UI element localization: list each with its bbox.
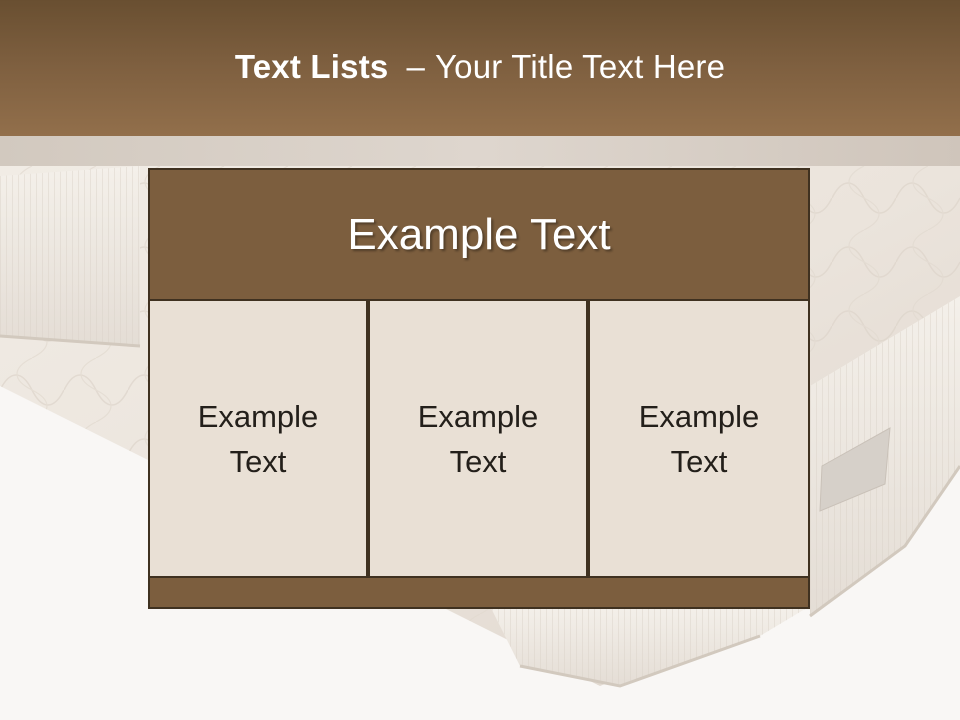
- header-box: Example Text: [148, 168, 810, 302]
- text-cell-3-content: Example Text: [639, 394, 760, 484]
- bottom-bar: [148, 576, 810, 609]
- text-cell-1-line-2: Text: [229, 444, 287, 479]
- slide-title: Text Lists–Your Title Text Here: [235, 48, 725, 86]
- text-cell-1: Example Text: [148, 299, 368, 579]
- text-cell-2-line-2: Text: [449, 444, 507, 479]
- title-subtext: Your Title Text Here: [435, 48, 726, 85]
- text-list-diagram: Example Text Example Text Example Text E…: [148, 168, 810, 609]
- text-cell-1-content: Example Text: [198, 394, 319, 484]
- text-cell-2: Example Text: [368, 299, 588, 579]
- text-cell-3-line-2: Text: [670, 444, 728, 479]
- text-cell-3-line-1: Example: [638, 399, 760, 434]
- text-cell-1-line-1: Example: [197, 399, 319, 434]
- title-bar: Text Lists–Your Title Text Here: [0, 0, 960, 136]
- text-cell-2-content: Example Text: [418, 394, 539, 484]
- title-bold-text: Text Lists: [234, 48, 389, 85]
- header-box-text: Example Text: [347, 210, 611, 259]
- text-cell-2-line-1: Example: [417, 399, 539, 434]
- text-cell-3: Example Text: [588, 299, 810, 579]
- photo-band: [0, 136, 960, 166]
- title-separator: –: [406, 48, 425, 85]
